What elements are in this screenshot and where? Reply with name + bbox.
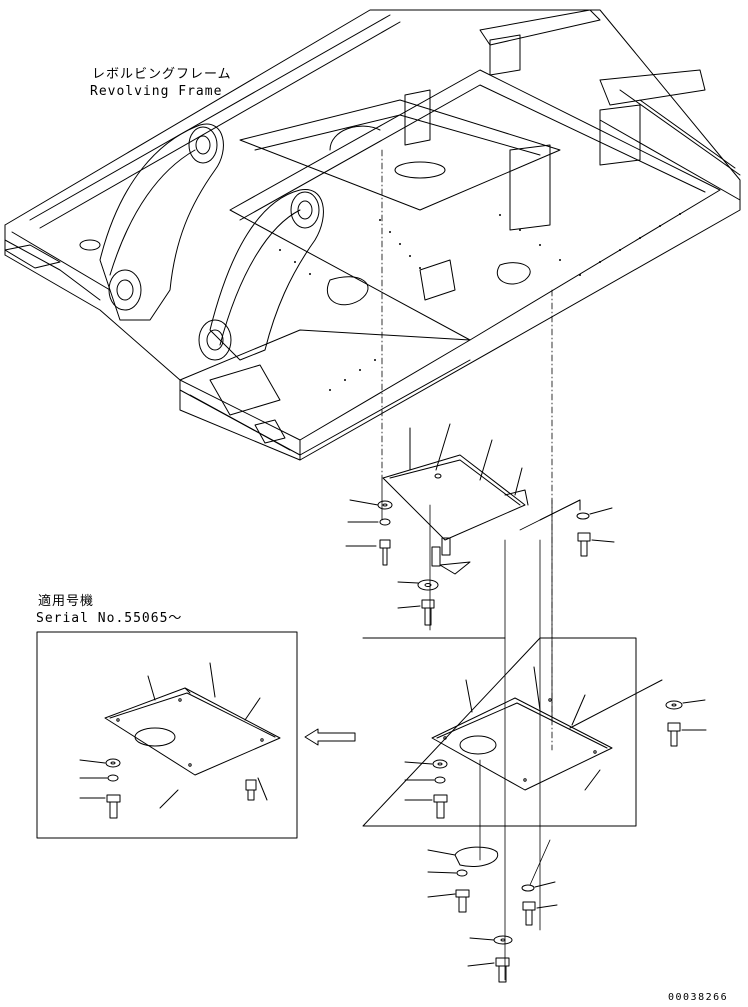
serial-variant-box <box>36 631 298 839</box>
arrow-left-icon <box>304 728 356 746</box>
upper-cover-plate <box>382 423 529 541</box>
upper-fasteners <box>345 499 615 626</box>
standard-box <box>362 637 663 827</box>
serial-label-jp: 適用号機 <box>38 594 95 609</box>
bottom-fasteners <box>427 846 558 983</box>
frame-label-jp: レボルビングフレーム <box>92 67 232 82</box>
frame-label-en: Revolving Frame <box>90 84 223 99</box>
revolving-frame <box>4 9 741 461</box>
drawing-code: 00038266 <box>668 992 729 1003</box>
assembly-lines <box>381 149 581 981</box>
right-fasteners <box>665 699 707 747</box>
serial-label-en: Serial No.55065～ <box>36 611 183 626</box>
